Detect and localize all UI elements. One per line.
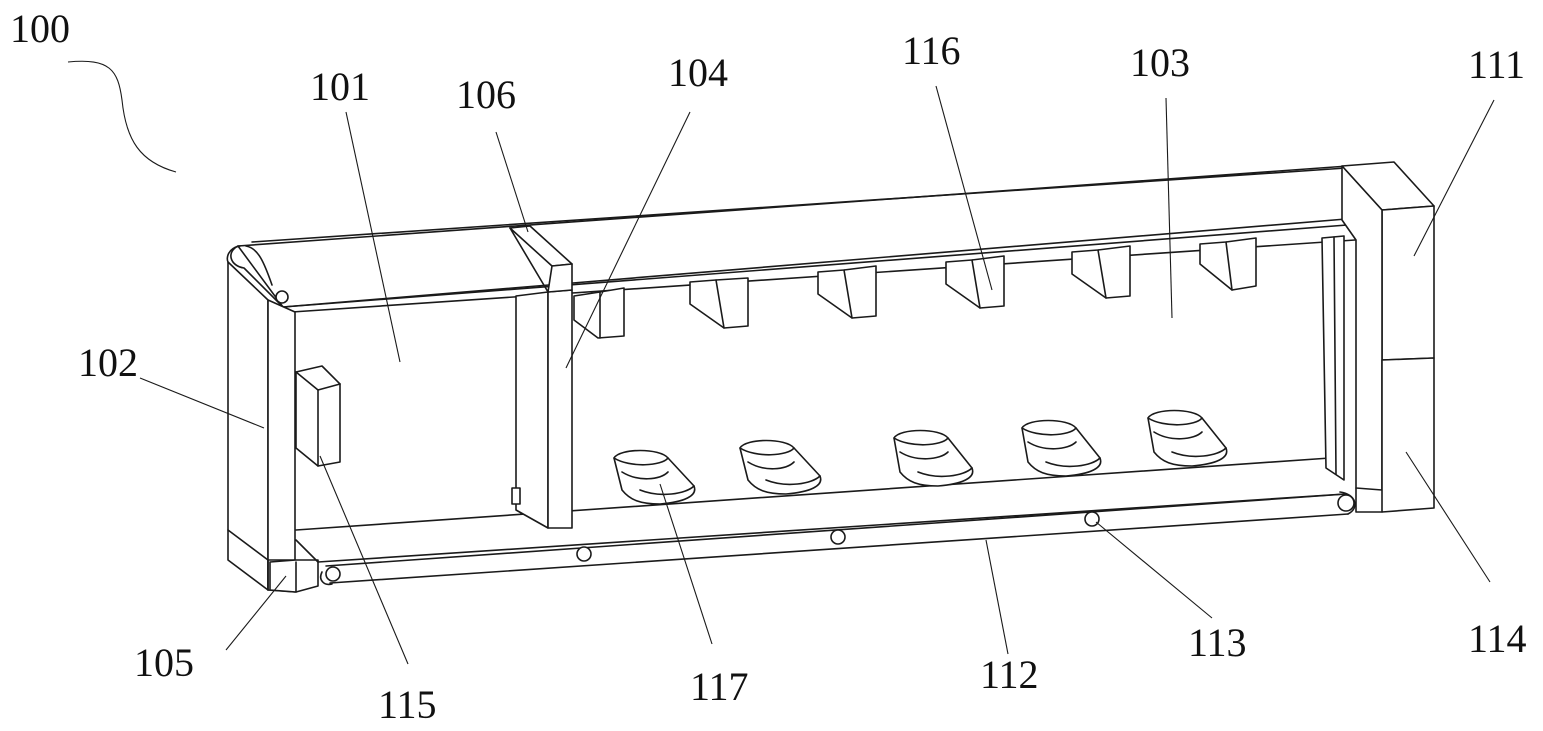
leader-100 [67,60,177,173]
leader-lines [139,85,1495,665]
roller-113b [830,529,846,545]
label-117: 117 [690,664,749,709]
right-inner-post [1321,235,1345,481]
label-113: 113 [1188,620,1247,665]
label-106: 106 [456,72,516,117]
divider-column-104 [509,225,573,529]
upper-pads-116 [573,237,1257,339]
label-103: 103 [1130,40,1190,85]
label-112: 112 [980,652,1039,697]
lower-pad-2 [739,439,822,495]
roller-113c [1084,511,1100,527]
label-100: 100 [10,6,70,51]
label-104: 104 [668,50,728,95]
label-102: 102 [78,340,138,385]
lower-pad-4 [1021,419,1102,477]
lower-pad-1 [613,449,696,505]
bottom-block-105 [269,539,319,593]
label-115: 115 [378,682,437,727]
label-111: 111 [1468,42,1525,87]
label-116: 116 [902,28,961,73]
label-105: 105 [134,640,194,685]
roller-113a [576,546,592,562]
right-frame-111-114 [1341,161,1435,513]
lower-pads-117 [613,409,1228,505]
left-frame-102 [226,245,296,593]
base-floor [295,457,1346,563]
top-rail [230,165,1361,313]
lower-pad-3 [893,429,974,487]
label-114: 114 [1468,616,1527,661]
label-101: 101 [310,64,370,109]
box-115 [295,365,341,467]
bottom-conveyor-112 [319,491,1356,586]
lower-pad-5 [1147,409,1228,467]
